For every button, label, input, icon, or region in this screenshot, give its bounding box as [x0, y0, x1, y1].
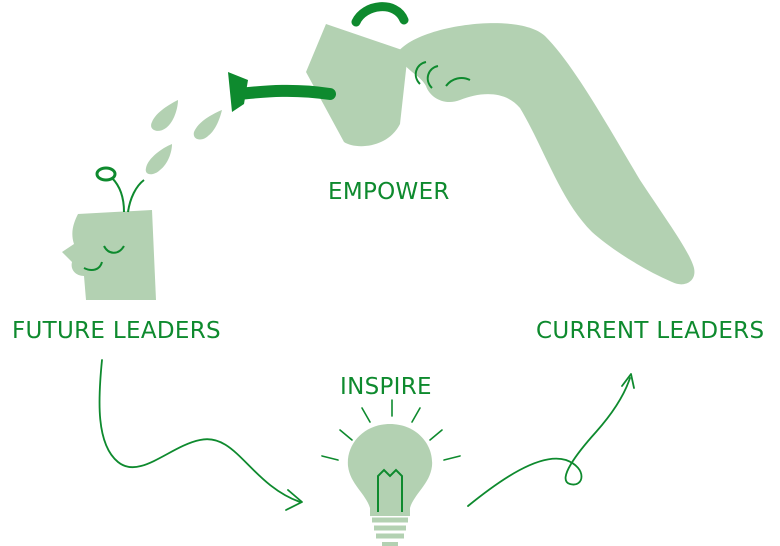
inspire-label: INSPIRE: [340, 374, 432, 400]
arrow-icon: [467, 373, 635, 507]
lightbulb-icon: [321, 399, 461, 546]
watering-can-icon: [228, 2, 409, 147]
head-with-sprout-icon: [62, 166, 156, 300]
future-leaders-label: FUTURE LEADERS: [12, 318, 221, 344]
water-drop-icon: [145, 100, 222, 175]
current-leaders-label: CURRENT LEADERS: [536, 318, 765, 344]
empower-label: EMPOWER: [328, 179, 450, 205]
arrow-icon: [98, 359, 303, 511]
hand-icon: [398, 23, 695, 285]
